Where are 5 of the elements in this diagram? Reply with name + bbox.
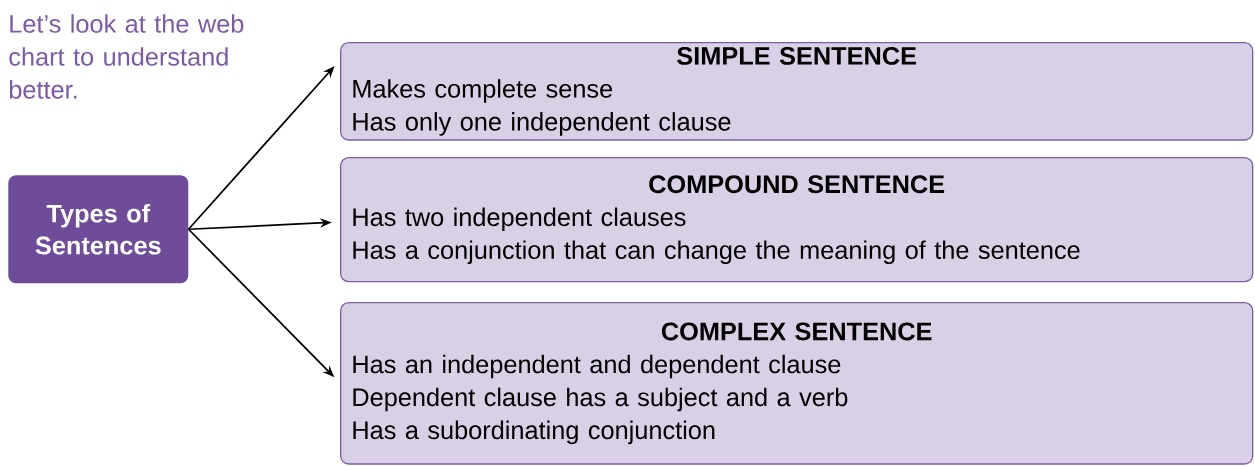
sentence-type-box: COMPOUND SENTENCE Has two independent clauses Has a conjunction that can change the meaning of the sentence xyxy=(340,157,1254,283)
sentence-type-box: SIMPLE SENTENCE Makes complete sense Has only one independent clause xyxy=(340,42,1254,141)
category-box: Types of Sentences xyxy=(8,175,189,284)
note-text: Let’s look at the web chart to understand better. xyxy=(9,14,244,99)
sentence-type-box: COMPLEX SENTENCE Has an independent and dependent clause Dependent clause has a subject and a verb Has a subordinating conjunction xyxy=(340,302,1254,465)
